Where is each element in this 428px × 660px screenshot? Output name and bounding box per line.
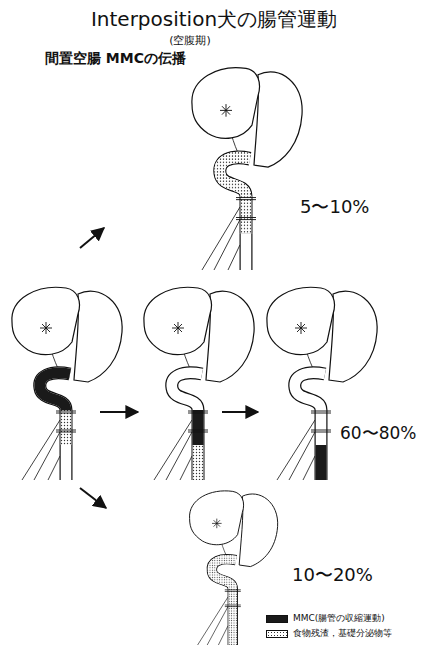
flow-arrows (80, 228, 258, 508)
legend-text: 食物残渣，基礎分泌物等 (293, 627, 392, 640)
legend-swatch (266, 630, 288, 638)
percentage-label: 10〜20% (292, 563, 373, 587)
diagram-title: Interposition犬の腸管運動 (91, 6, 337, 33)
dog-figure (267, 287, 377, 480)
dog-figure (144, 287, 254, 480)
section-heading: 間置空腸 MMCの伝播 (45, 50, 186, 68)
subtitle-note: (空腹期) (169, 33, 211, 48)
dog-figure (192, 68, 302, 270)
dog-figure (12, 287, 122, 480)
percentage-label: 60〜80% (340, 422, 416, 445)
legend-swatch (266, 615, 288, 623)
percentage-label: 5〜10% (300, 195, 369, 219)
legend-text: MMC(腸管の収縮運動) (293, 612, 385, 625)
dog-figure (190, 491, 278, 645)
legend-item: MMC(腸管の収縮運動) (266, 612, 385, 625)
legend-item: 食物残渣，基礎分泌物等 (266, 627, 392, 640)
